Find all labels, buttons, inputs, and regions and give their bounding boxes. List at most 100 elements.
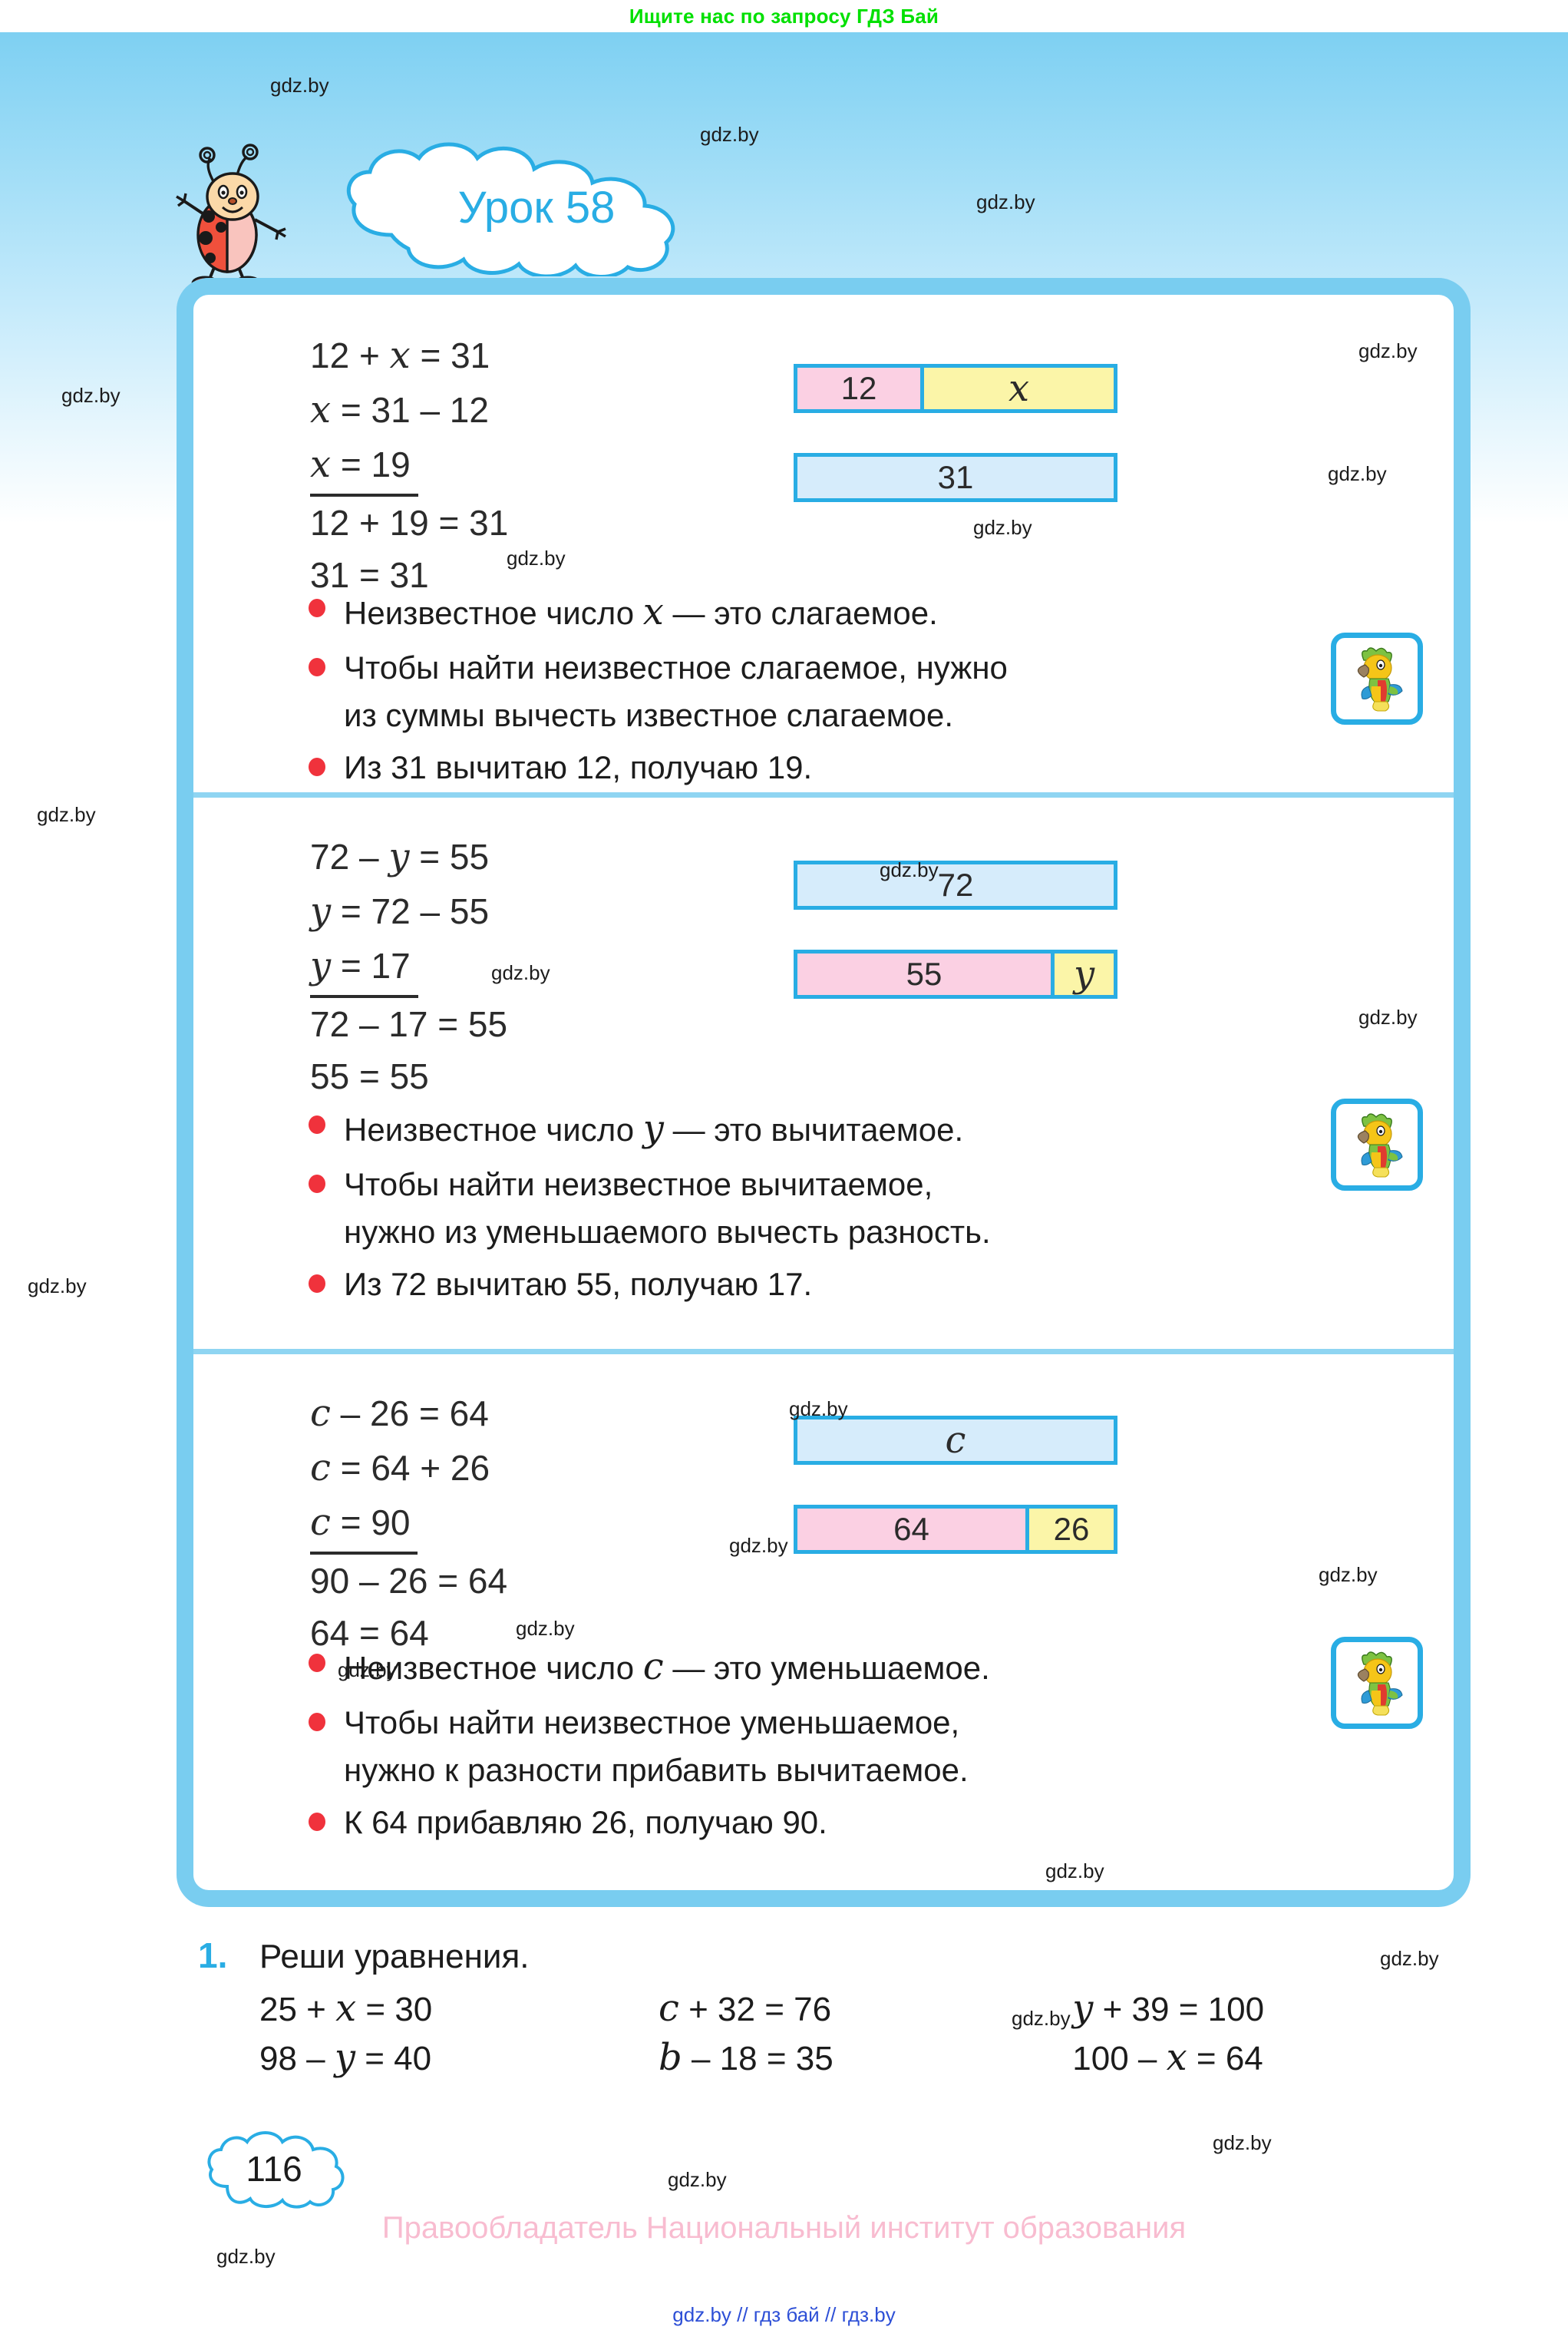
equation-text: 72 –: [310, 837, 389, 877]
equation-text: = 17: [331, 946, 411, 987]
exercise-equation-post: – 18 = 35: [682, 2040, 834, 2077]
exercise-equation-variable: c: [659, 1987, 679, 2030]
bar-diagram-row-top: 12 x: [794, 364, 1117, 413]
bullet-text: Из 31 вычитаю 12, получаю 19.: [344, 749, 813, 786]
exercise-equation: c + 32 = 76: [659, 1987, 1072, 2030]
equation-text: = 64 + 26: [330, 1448, 490, 1489]
exercise-equation: b – 18 = 35: [659, 2036, 1072, 2079]
equation-variable: y: [388, 835, 410, 878]
equation-text: = 19: [331, 445, 411, 485]
bullet-text: Чтобы найти неизвестное уменьшаемое, нуж…: [344, 1699, 969, 1794]
bar-diagram-row-bottom: 31: [794, 453, 1117, 502]
equation-check-line: 55 = 55: [310, 1056, 429, 1097]
bar-diagram-3: c 64 26: [794, 1416, 1117, 1554]
bar-cell: 55: [797, 954, 1051, 995]
bullet-text-line1: Чтобы найти неизвестное вычитаемое,: [344, 1166, 933, 1203]
bullet-text-pre: Неизвестное число: [344, 1650, 643, 1686]
equation-check-line: 64 = 64: [310, 1613, 429, 1654]
exercise-equation-post: + 32 = 76: [678, 1991, 832, 2028]
equation-variable: c: [310, 1392, 331, 1435]
bar-cell: y: [1051, 953, 1114, 996]
bar-diagram-row-bottom: 64 26: [794, 1505, 1117, 1554]
parrot-icon: [1357, 1651, 1403, 1716]
watermark-text: gdz.by: [37, 803, 96, 826]
bullet-text-pre: Неизвестное число: [344, 595, 643, 631]
exercise-equation-pre: 98 –: [259, 2040, 335, 2077]
bullet-list-1: Неизвестное число x — это слагаемое. Что…: [309, 585, 1322, 797]
lesson-section-2: 72 – y = 55 y = 72 – 55 y = 17 72 – 17 =…: [193, 798, 1454, 1349]
bar-cell: 31: [937, 459, 974, 495]
bullet-item: Чтобы найти неизвестное слагаемое, нужно…: [309, 644, 1322, 739]
equation-line: c = 64 + 26: [310, 1441, 507, 1496]
exercise-equation: 98 – y = 40: [259, 2036, 659, 2079]
bullet-text-line1: Чтобы найти неизвестное уменьшаемое,: [344, 1704, 960, 1741]
bullet-item: Чтобы найти неизвестное уменьшаемое, нуж…: [309, 1699, 1322, 1794]
exercise-equation-post: = 40: [355, 2040, 432, 2077]
bar-cell-variable: x: [1008, 367, 1030, 410]
equation-line: c – 26 = 64: [310, 1386, 507, 1441]
equation-variable: x: [310, 443, 332, 487]
exercise-number: 1.: [198, 1935, 228, 1975]
equation-line: y = 72 – 55: [310, 884, 507, 939]
bar-diagram-1: 12 x 31: [794, 364, 1117, 502]
exercise-heading: 1. Реши уравнения.: [198, 1935, 1457, 1976]
exercise-row: 98 – y = 40 b – 18 = 35 100 – x = 64: [259, 2036, 1457, 2079]
bullet-item: Из 72 вычитаю 55, получаю 17.: [309, 1261, 1322, 1308]
bullet-dot-icon: [309, 1713, 325, 1732]
bar-cell: 12: [797, 368, 920, 409]
bullet-list-3: Неизвестное число c — это уменьшаемое. Ч…: [309, 1640, 1322, 1852]
parrot-icon: [1357, 647, 1403, 712]
equation-variable: c: [310, 1501, 331, 1545]
bullet-text: Чтобы найти неизвестное слагаемое, нужно…: [344, 644, 1008, 739]
page-number-cloud: 116: [201, 2127, 347, 2211]
bullet-variable: y: [642, 1107, 664, 1150]
bullet-variable: x: [642, 590, 664, 633]
bar-cell: 26: [1025, 1509, 1114, 1550]
equation-variable: c: [310, 1446, 331, 1490]
equation-text: = 31 – 12: [331, 390, 489, 431]
bullet-text-post: — это вычитаемое.: [663, 1112, 964, 1148]
bar-diagram-row-top: c: [794, 1416, 1117, 1465]
exercise-equation-grid: 25 + x = 30 c + 32 = 76 y + 39 = 100 98 …: [259, 1987, 1457, 2079]
bullet-text-post: — это слагаемое.: [663, 595, 938, 631]
equation-variable: x: [310, 388, 332, 432]
section-divider: [193, 792, 1454, 798]
bar-diagram-row-top: 72: [794, 861, 1117, 910]
exercise-equation-variable: b: [659, 2036, 682, 2079]
bullet-text: Чтобы найти неизвестное вычитаемое, нужн…: [344, 1161, 991, 1256]
exercise-equation-variable: y: [1072, 1987, 1094, 2030]
watermark-text: gdz.by: [668, 2168, 727, 2191]
lesson-section-1: 12 + x = 31 x = 31 – 12 x = 19 12 + 19 =…: [193, 295, 1454, 792]
bullet-dot-icon: [309, 1175, 325, 1194]
exercise-equation-variable: y: [334, 2036, 355, 2079]
equation-line: x = 31 – 12: [310, 383, 508, 438]
watermark-text: gdz.by: [216, 2245, 276, 2268]
equation-text: = 31: [410, 335, 490, 375]
parrot-icon: [1357, 1113, 1403, 1178]
parrot-badge-2: [1331, 1099, 1423, 1191]
bullet-item: Неизвестное число x — это слагаемое.: [309, 585, 1322, 640]
exercise-equation: y + 39 = 100: [1072, 1987, 1457, 2030]
equation-check-line: 31 = 31: [310, 555, 429, 596]
bullet-item: Неизвестное число c — это уменьшаемое.: [309, 1640, 1322, 1694]
bullet-text: К 64 прибавляю 26, получаю 90.: [344, 1804, 827, 1841]
equation-check-line: 90 – 26 = 64: [310, 1561, 508, 1601]
equation-line-result: y = 17: [310, 939, 507, 999]
parrot-badge-3: [1331, 1637, 1423, 1729]
bar-diagram-2: 72 55 y: [794, 861, 1117, 999]
exercise-equation-pre: 100 –: [1072, 2040, 1167, 2077]
bullet-item: Чтобы найти неизвестное вычитаемое, нужн…: [309, 1161, 1322, 1256]
bullet-text-post: — это уменьшаемое.: [663, 1650, 990, 1686]
exercise-equation: 100 – x = 64: [1072, 2036, 1457, 2079]
footer-link[interactable]: gdz.by // гдз бай // гдз.by: [672, 2303, 896, 2326]
bar-diagram-row-bottom: 55 y: [794, 950, 1117, 999]
copyright-notice: Правообладатель Национальный институт об…: [381, 2211, 1187, 2245]
site-promo-banner: Ищите нас по запросу ГДЗ Бай: [0, 0, 1568, 32]
bar-cell: c: [797, 1419, 1114, 1462]
exercise-equation-variable: x: [335, 1987, 357, 2030]
bar-cell-variable: y: [1073, 953, 1095, 996]
equation-text: = 55: [409, 837, 490, 877]
promo-banner-text: Ищите нас по запросу ГДЗ Бай: [629, 4, 939, 28]
equation-check-line: 72 – 17 = 55: [310, 1004, 508, 1045]
bullet-text-line2: нужно из уменьшаемого вычесть разность.: [344, 1214, 991, 1251]
